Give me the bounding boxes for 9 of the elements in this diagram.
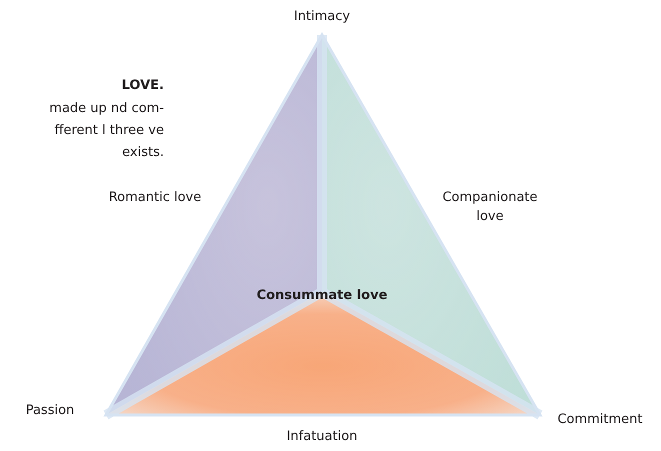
vertex-label: Passion: [24, 402, 76, 420]
side-label: Companionate love: [441, 189, 539, 226]
side-label: Infatuation: [286, 428, 358, 446]
caption-text: made up nd com- fferent l three ve exists.: [48, 100, 164, 162]
vertex-label: Commitment: [556, 411, 644, 429]
vertex-label: Intimacy: [292, 8, 352, 26]
center-label: Consummate love: [256, 287, 388, 305]
side-label: Romantic love: [108, 189, 202, 207]
heading: LOVE.: [120, 77, 164, 95]
